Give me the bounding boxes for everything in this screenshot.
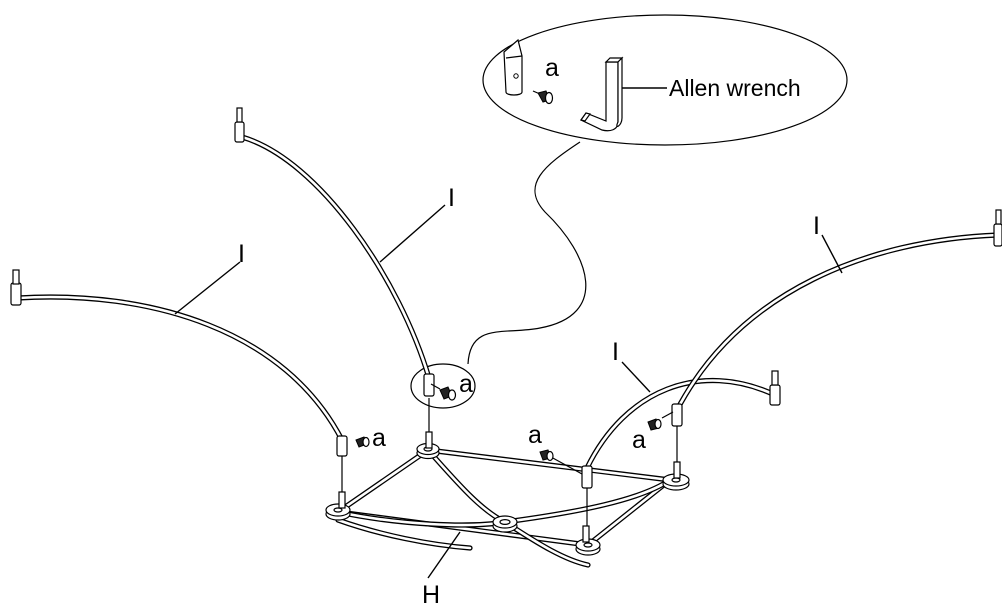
alignment-lines [341, 398, 678, 526]
arm-right-inner: I [581, 338, 781, 489]
detail-tube-end [503, 38, 523, 96]
arm-center: I [234, 107, 455, 397]
arm-center-label: I [448, 184, 455, 212]
allen-wrench [579, 56, 624, 132]
detail-screw [532, 90, 554, 105]
arm-right-inner-label: I [612, 338, 619, 366]
base-center-hub [492, 515, 518, 533]
base-hub [325, 503, 351, 521]
screw-2: a [430, 370, 473, 401]
arm-left-label: I [238, 240, 245, 268]
arm-right-outer-label: I [813, 212, 820, 240]
screw-3-label: a [528, 421, 542, 449]
screw-3: a [528, 421, 583, 475]
arm-right-outer: I [671, 209, 1002, 427]
base-frame: H [325, 431, 690, 608]
screw-1-label: a [372, 424, 386, 452]
joint-highlight-circle [410, 363, 476, 409]
screw-4-label: a [632, 426, 646, 454]
detail-callout: Allen wrench a [467, 14, 848, 365]
arm-left: I [10, 240, 348, 457]
base-hub [575, 538, 601, 556]
base-label: H [422, 581, 440, 608]
screw-2-label: a [459, 370, 473, 398]
allen-wrench-label: Allen wrench [669, 75, 801, 101]
detail-screw-hole [513, 73, 519, 79]
detail-ellipse [482, 14, 848, 146]
screw-1: a [355, 424, 386, 452]
callout-connector [467, 141, 587, 365]
detail-screw-label: a [545, 54, 559, 82]
screw-4: a [632, 411, 674, 454]
base-leader [427, 531, 461, 579]
